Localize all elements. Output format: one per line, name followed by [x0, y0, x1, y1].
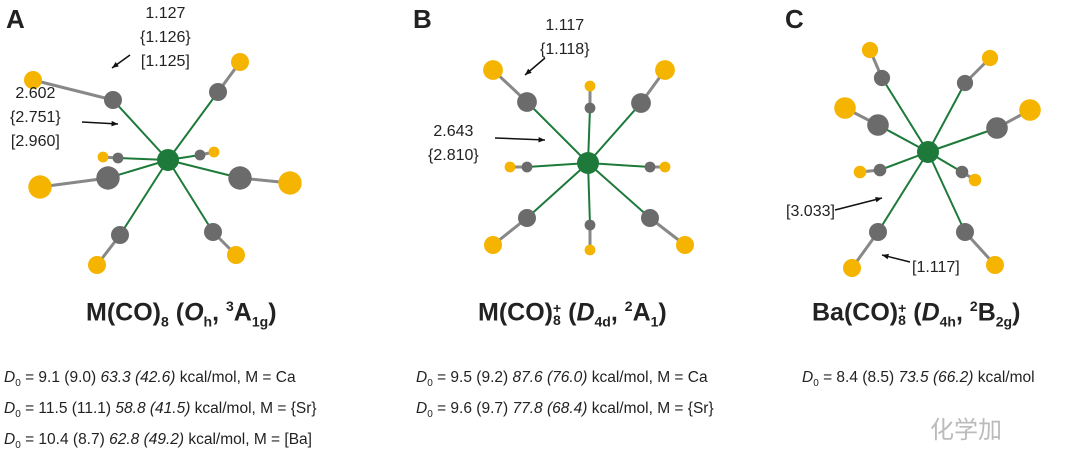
carbon-atom [867, 114, 889, 136]
oxygen-atom [278, 171, 302, 195]
metal-carbon-bond [927, 127, 998, 153]
carbon-atom [96, 166, 120, 190]
metal-atom [917, 141, 939, 163]
arrow [494, 137, 546, 141]
oxygen-atom [28, 175, 52, 199]
formula-a: M(CO)8 (Oh, 3A1g) [86, 298, 277, 330]
panel-label-a: A [6, 4, 25, 34]
energy-line: D0 = 11.5 (11.1) 58.8 (41.5) kcal/mol, M… [4, 400, 317, 421]
oxygen-atom [659, 161, 671, 173]
oxygen-atom [853, 165, 867, 179]
oxygen-atom [1019, 99, 1041, 121]
oxygen-atom [834, 97, 856, 119]
metal-atom [577, 152, 599, 174]
arrowhead [111, 120, 118, 127]
carbon-atom [873, 163, 887, 177]
mc-bond-length-c: [3.033] [786, 203, 835, 220]
oxygen-atom [24, 71, 42, 89]
oxygen-atom [97, 151, 109, 163]
carbon-atom [228, 166, 252, 190]
carbon-oxygen-bond [32, 78, 114, 102]
oxygen-atom [655, 60, 675, 80]
oxygen-atom [484, 236, 502, 254]
carbon-atom [873, 69, 891, 87]
energies-a: D0 = 9.1 (9.0) 63.3 (42.6) kcal/mol, M =… [4, 365, 317, 458]
metal-atom [157, 149, 179, 171]
carbon-atom [986, 117, 1008, 139]
carbon-atom [111, 226, 129, 244]
metal-carbon-bond [112, 99, 169, 161]
oxygen-atom [227, 246, 245, 264]
metal-carbon-bond [587, 102, 642, 164]
carbon-atom [869, 223, 887, 241]
metal-carbon-bond [877, 151, 929, 233]
arrowhead [112, 62, 119, 68]
energy-line: D0 = 9.5 (9.2) 87.6 (76.0) kcal/mol, M =… [416, 369, 708, 390]
co-bond-length-c: [1.117] [912, 259, 960, 276]
arrowhead [538, 137, 545, 143]
metal-carbon-bond [167, 91, 219, 161]
carbon-atom [956, 223, 974, 241]
metal-carbon-bond [526, 101, 589, 164]
co-bond-length-a: 1.127{1.126}[1.125] [140, 5, 191, 70]
energy-line: D0 = 9.6 (9.7) 77.8 (68.4) kcal/mol, M =… [416, 400, 714, 421]
oxygen-atom [861, 41, 879, 59]
formula-c: Ba(CO)+8 (D4h, 2B2g) [812, 298, 1021, 330]
energy-line: D0 = 10.4 (8.7) 62.8 (49.2) kcal/mol, M … [4, 431, 312, 452]
metal-carbon-bond [881, 77, 929, 153]
carbon-atom [521, 161, 533, 173]
watermark: 化学加 [930, 417, 1002, 444]
carbon-atom [209, 83, 227, 101]
arrowhead [882, 253, 889, 260]
energy-line: D0 = 9.1 (9.0) 63.3 (42.6) kcal/mol, M =… [4, 369, 296, 390]
carbon-atom [204, 223, 222, 241]
oxygen-atom [483, 60, 503, 80]
metal-carbon-bond [927, 82, 966, 153]
oxygen-atom [208, 146, 220, 158]
mc-bond-length-b: 2.643{2.810} [428, 123, 479, 164]
oxygen-atom [584, 80, 596, 92]
arrowhead [875, 196, 882, 203]
carbon-atom [584, 219, 596, 231]
metal-carbon-bond [119, 159, 169, 236]
oxygen-atom [843, 259, 861, 277]
panel-label-b: B [413, 4, 432, 34]
mc-bond-length-a: 2.602{2.751}[2.960] [10, 85, 61, 150]
carbon-atom [631, 93, 651, 113]
metal-carbon-bond [927, 151, 966, 233]
carbon-atom [644, 161, 656, 173]
oxygen-atom [584, 244, 596, 256]
metal-carbon-bond [526, 162, 589, 219]
metal-carbon-bond [167, 159, 241, 179]
carbon-atom [955, 165, 969, 179]
oxygen-atom [986, 256, 1004, 274]
panel-label-c: C [785, 4, 804, 34]
metal-carbon-bond [587, 162, 651, 219]
carbon-atom [112, 152, 124, 164]
energies-c: D0 = 8.4 (8.5) 73.5 (66.2) kcal/mol [802, 365, 1035, 396]
oxygen-atom [231, 53, 249, 71]
carbon-atom [584, 102, 596, 114]
molecule-structures [24, 41, 1041, 277]
metal-carbon-bond [167, 159, 214, 233]
carbon-atom [517, 92, 537, 112]
oxygen-atom [88, 256, 106, 274]
oxygen-atom [676, 236, 694, 254]
energies-b: D0 = 9.5 (9.2) 87.6 (76.0) kcal/mol, M =… [416, 365, 714, 427]
oxygen-atom [968, 173, 982, 187]
oxygen-atom [504, 161, 516, 173]
arrowhead [525, 68, 532, 75]
formula-b: M(CO)+8 (D4d, 2A1) [478, 298, 667, 330]
carbon-atom [518, 209, 536, 227]
carbon-atom [194, 149, 206, 161]
oxygen-atom [981, 49, 999, 67]
carbon-atom [956, 74, 974, 92]
co-bond-length-b: 1.117{1.118} [540, 17, 590, 58]
arrow [834, 197, 883, 211]
carbon-atom [641, 209, 659, 227]
carbon-atom [104, 91, 122, 109]
energy-line: D0 = 8.4 (8.5) 73.5 (66.2) kcal/mol [802, 369, 1035, 390]
